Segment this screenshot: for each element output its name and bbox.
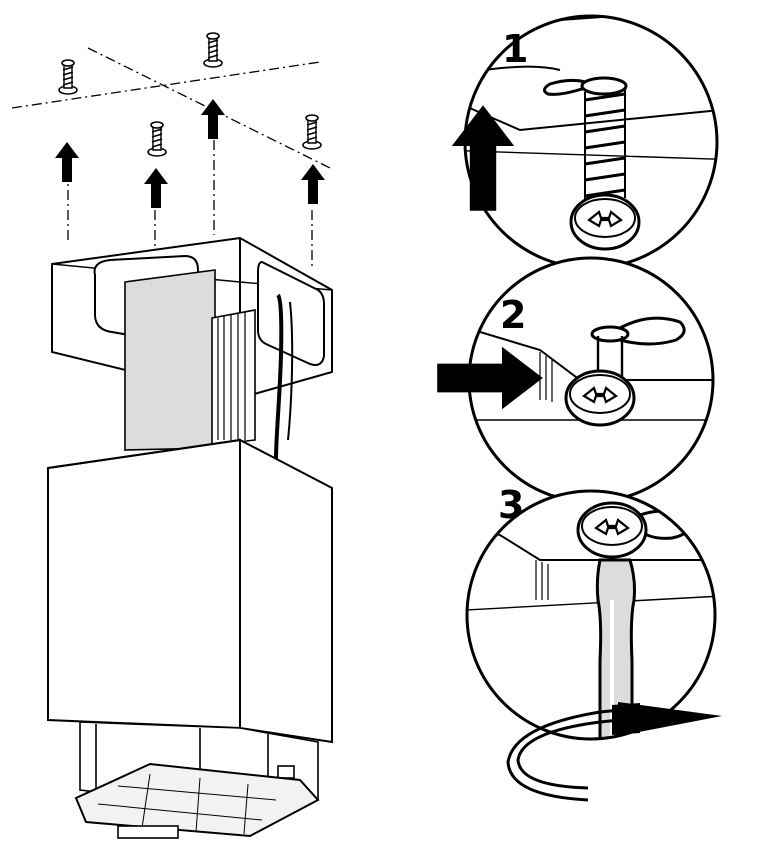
up-arrow-icon (55, 142, 79, 182)
spring-screw (543, 76, 628, 200)
rotate-arrow-icon (506, 702, 722, 802)
hood-body (74, 721, 320, 839)
step-number: 2 (500, 293, 526, 337)
up-arrow-icon (144, 168, 168, 208)
up-arrow-icon (301, 164, 325, 204)
hood-assembly (11, 32, 333, 839)
step-number: 1 (502, 27, 528, 71)
screwdriver-icon (595, 558, 636, 739)
up-arrow-icon (451, 105, 515, 211)
ceiling-guide-lines (11, 47, 331, 270)
up-arrow-icon (201, 99, 225, 139)
step-2-detail: 2 (437, 256, 715, 504)
ceiling-screw (58, 59, 78, 95)
ceiling-screw (203, 32, 223, 68)
chimney-cover (47, 438, 333, 744)
tab-screw (590, 316, 686, 380)
ceiling-screw (147, 121, 167, 157)
ceiling-screw (302, 114, 322, 150)
step-1-detail: 1 (451, 14, 719, 270)
inner-duct (124, 269, 294, 461)
right-arrow-icon (437, 346, 543, 410)
step-number: 3 (498, 483, 524, 527)
step-3-detail: 3 (465, 483, 722, 802)
